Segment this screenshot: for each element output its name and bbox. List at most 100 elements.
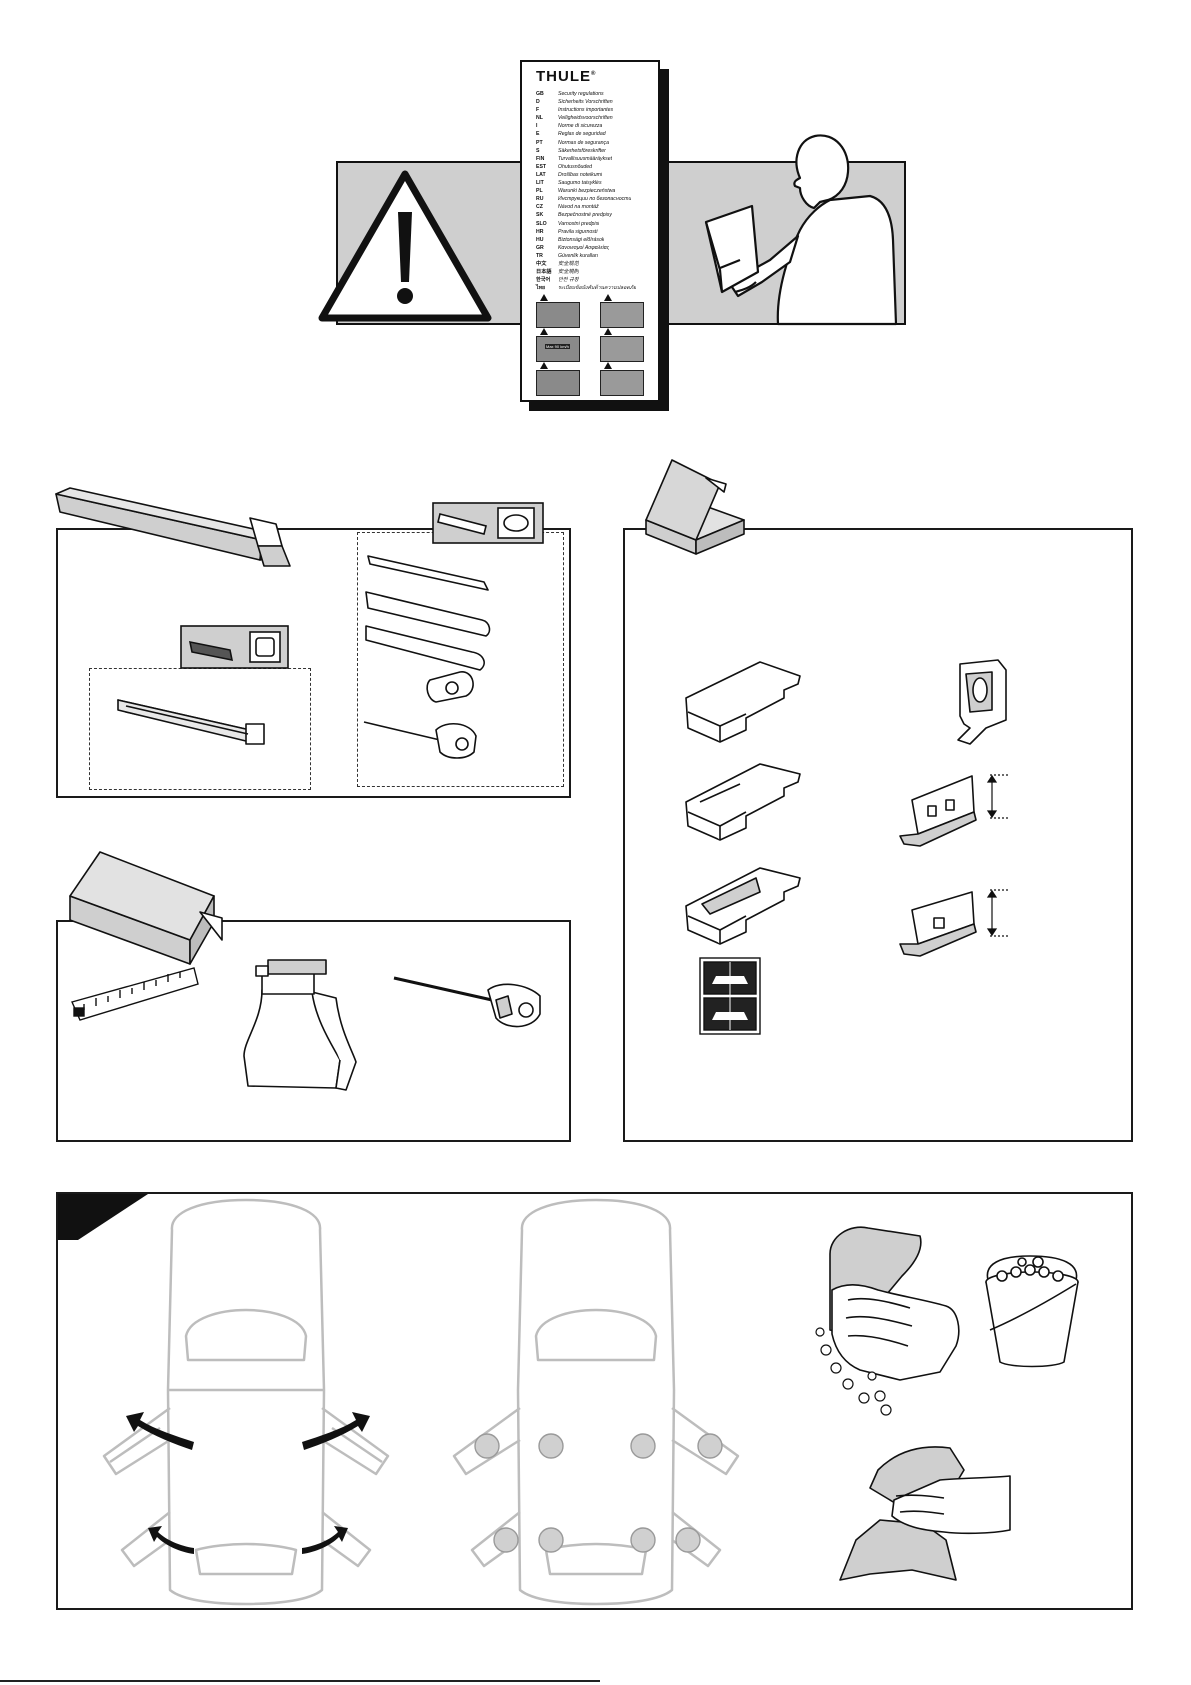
language-code: E [536, 131, 540, 138]
language-title: Sicherheits Vorschriften [558, 99, 613, 106]
language-item: 日本語安全規則 [536, 268, 656, 276]
language-title: Varnostni predpisi [558, 220, 600, 227]
language-item: PL Warunki bezpieczeństwa [536, 187, 656, 195]
warning-mark-icon [540, 294, 548, 301]
language-item: F Instructions importantes [536, 106, 656, 114]
roof-foot-icon [243, 959, 357, 1091]
language-title: Warunki bezpieczeństwa [558, 188, 616, 195]
language-code: 한국어 [536, 277, 551, 284]
warning-mark-icon [540, 362, 548, 369]
drying-cloth-icon [839, 1446, 1011, 1581]
language-title: Saugumo taisyklės [558, 180, 602, 187]
language-title: Security regulations [558, 91, 604, 97]
rubber-pad-icon [685, 867, 801, 945]
language-code: PT [536, 139, 543, 146]
kit-carton-icon [645, 459, 745, 555]
measuring-tape-icon [71, 967, 199, 1021]
language-code: CZ [536, 204, 543, 211]
person-reading-icon [704, 134, 898, 326]
thumb-car-2: Max 90 km/h [536, 336, 580, 362]
fitting-kit-illustration [645, 459, 1010, 1035]
language-title: Pravila sigurnosti [558, 228, 598, 235]
language-item: D Sicherheits Vorschriften [536, 98, 656, 106]
thumb-bar-3 [600, 370, 644, 396]
cleaning-foot-icon [829, 1226, 960, 1381]
language-item: SK Bezpečnostné predpisy [536, 211, 656, 219]
language-code: 日本語 [536, 269, 552, 276]
aero-profile-legend [432, 502, 544, 544]
language-item: TR Güvenlik kuralları [536, 252, 656, 260]
language-item: SLO Varnostni predpisi [536, 220, 656, 228]
language-title: 安全规范 [558, 260, 579, 267]
fitting-plate-icon [899, 891, 977, 957]
fitting-bracket-icon [957, 659, 1007, 745]
language-code: LIT [536, 180, 544, 187]
language-item: E Reglas de seguridad [536, 130, 656, 138]
language-code: S [536, 147, 540, 154]
language-title: 안전 규정 [558, 277, 579, 284]
warning-mark-icon [604, 328, 612, 335]
square-bar-icon [117, 699, 265, 745]
language-code: LAT [536, 171, 546, 178]
language-code: HR [536, 228, 544, 235]
language-code: 中文 [536, 260, 547, 267]
language-code: GB [536, 91, 544, 97]
language-title: Bezpečnostné predpisy [558, 212, 612, 219]
foot-pack-illustration [69, 851, 541, 1091]
load-bars-illustration [55, 487, 544, 759]
language-item: HU Biztonsági előírások [536, 236, 656, 244]
panel-load-bars [56, 528, 571, 798]
language-item: ไทยระเบียบข้อบังคับด้านความปลอดภัย [536, 284, 656, 292]
language-code: SK [536, 212, 544, 219]
language-code: F [536, 107, 540, 114]
rubber-pad-icon [685, 661, 801, 743]
language-title: Normas de segurança [558, 139, 610, 146]
warning-triangle-icon [318, 170, 492, 322]
thumb-bar-2 [600, 336, 644, 362]
dimension-arrow-icon [986, 774, 1010, 819]
language-title: Instructions importantes [558, 107, 614, 114]
small-carton-icon [69, 851, 223, 965]
preparation-illustration [58, 1194, 1079, 1606]
square-profile-legend [180, 625, 289, 669]
language-item: HR Pravila sigurnosti [536, 228, 656, 236]
footer-rule [0, 1680, 600, 1682]
language-code: PL [536, 188, 543, 195]
language-item: GB Security regulations [536, 90, 656, 98]
language-code: FIN [536, 155, 545, 162]
language-title: Norme di sicurezza [558, 123, 603, 130]
language-code: SLO [536, 220, 547, 227]
language-code: TR [536, 252, 543, 259]
language-code: GR [536, 244, 544, 251]
fitting-plate-icon [899, 775, 977, 847]
language-title: Biztonsági előírások [558, 236, 605, 243]
thumb-car-1 [536, 302, 580, 328]
water-bucket-icon [985, 1255, 1079, 1368]
contact-point-icon [474, 1433, 723, 1553]
language-item: PT Normas de segurança [536, 139, 656, 147]
language-title: Ohutusnõuded [558, 163, 593, 170]
language-item: 中文 安全规范 [536, 260, 656, 268]
language-code: HU [536, 236, 544, 243]
placement-card-icon [699, 957, 761, 1035]
language-title: Инструкции по безопасности [558, 196, 632, 203]
language-title: Reglas de seguridad [558, 131, 606, 138]
language-code: NL [536, 115, 543, 122]
language-item: LIT Saugumo taisyklės [536, 179, 656, 187]
warning-mark-icon [604, 362, 612, 369]
language-code: D [536, 99, 540, 106]
language-title: Güvenlik kuralları [558, 252, 599, 259]
key-lock-icon [393, 976, 541, 1028]
aero-bar-parts-icon [363, 555, 491, 759]
